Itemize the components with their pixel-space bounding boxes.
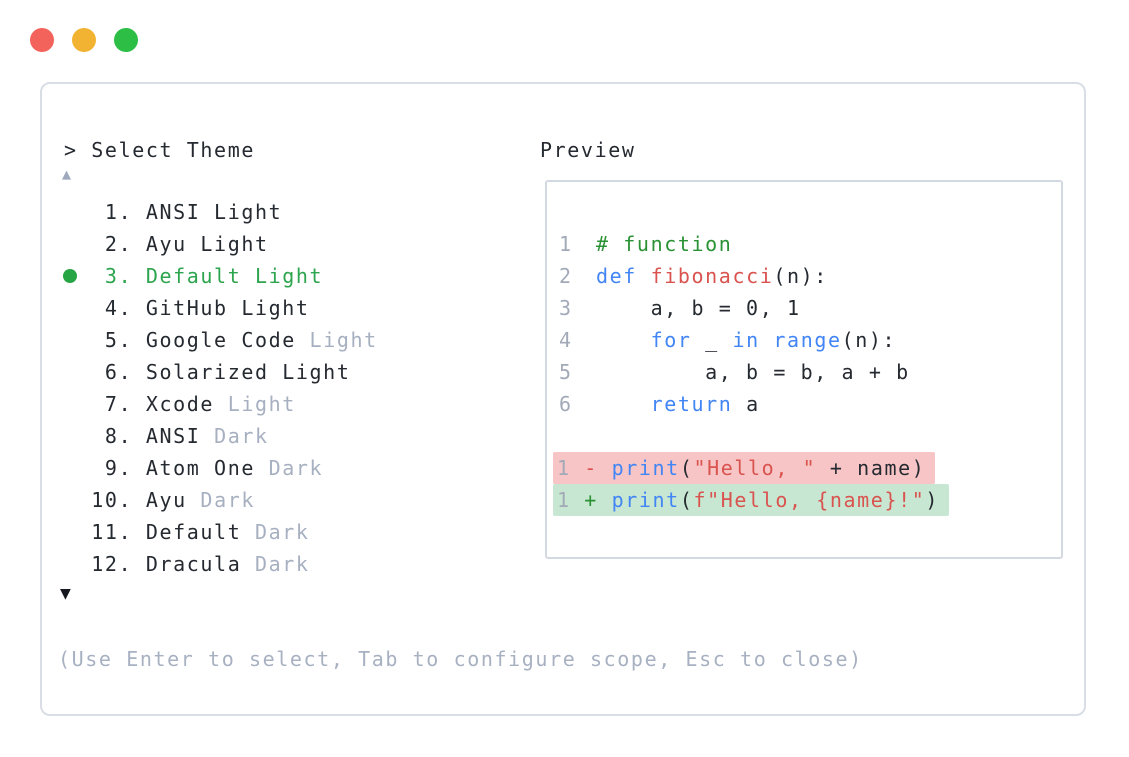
- window-controls: [30, 28, 138, 52]
- code-line: 3 a, b = 0, 1: [559, 292, 1055, 324]
- code-line: 1 # function: [559, 228, 1055, 260]
- code-token: ): [925, 488, 940, 512]
- code-token: + name): [816, 456, 926, 480]
- theme-list-item[interactable]: 4. GitHub Light: [64, 292, 378, 324]
- maximize-button[interactable]: [114, 28, 138, 52]
- minimize-button[interactable]: [72, 28, 96, 52]
- code-token: a: [732, 392, 760, 416]
- theme-name-suffix: Dark: [241, 520, 310, 544]
- theme-list-item[interactable]: 2. Ayu Light: [64, 228, 378, 260]
- diff-line-added: 1 + print(f"Hello, {name}!"): [553, 484, 1055, 516]
- diff-sign-icon: +: [570, 488, 612, 512]
- diff-highlight-added: 1 + print(f"Hello, {name}!"): [553, 484, 950, 516]
- theme-list-item[interactable]: 12. Dracula Dark: [64, 548, 378, 580]
- code-token: "Hello, ": [693, 456, 817, 480]
- code-token: [596, 328, 651, 352]
- code-token: (: [679, 456, 694, 480]
- scroll-down-icon[interactable]: ▼: [60, 583, 73, 604]
- line-number: 1: [557, 488, 571, 512]
- hint-text: (Use Enter to select, Tab to configure s…: [58, 647, 863, 671]
- code-token: a, b = b, a + b: [596, 360, 910, 384]
- code-token: range: [773, 328, 842, 352]
- theme-list-item[interactable]: 9. Atom One Dark: [64, 452, 378, 484]
- line-number: 1: [559, 232, 573, 256]
- code-token: a, b = 0, 1: [596, 296, 801, 320]
- theme-list-item[interactable]: 6. Solarized Light: [64, 356, 378, 388]
- line-number: 2: [559, 264, 573, 288]
- code-token: fibonacci: [650, 264, 774, 288]
- code-token: f"Hello, {name}!": [693, 488, 926, 512]
- theme-name: 11. Default: [64, 520, 242, 544]
- theme-name: 1. ANSI Light: [64, 200, 283, 224]
- theme-name-suffix: Dark: [241, 552, 310, 576]
- code-token: print: [611, 456, 680, 480]
- code-token: [637, 264, 651, 288]
- line-number: 6: [559, 392, 573, 416]
- code-token: for: [650, 328, 692, 352]
- theme-name: 3. Default Light: [64, 264, 324, 288]
- selected-dot-icon: [63, 269, 77, 283]
- code-token: # function: [596, 232, 733, 256]
- code-token: in: [732, 328, 760, 352]
- theme-name-suffix: Dark: [254, 456, 324, 480]
- theme-list: 1. ANSI Light 2. Ayu Light 3. Default Li…: [63, 196, 378, 580]
- theme-name: 9. Atom One: [64, 456, 255, 480]
- line-number: 1: [557, 456, 571, 480]
- theme-name-suffix: Dark: [186, 488, 255, 512]
- code-token: [760, 328, 774, 352]
- code-line: 4 for _ in range(n):: [559, 324, 1055, 356]
- theme-name: 6. Solarized Light: [64, 360, 351, 384]
- theme-list-item[interactable]: 8. ANSI Dark: [64, 420, 378, 452]
- theme-name-suffix: Light: [214, 392, 296, 416]
- close-button[interactable]: [30, 28, 54, 52]
- diff-sign-icon: -: [570, 456, 612, 480]
- code-line: 2 def fibonacci(n):: [559, 260, 1055, 292]
- code-token: def: [596, 264, 637, 288]
- code-token: (: [679, 488, 694, 512]
- blank-line: [559, 420, 1055, 452]
- theme-picker-panel: > Select Theme ▲ 1. ANSI Light 2. Ayu Li…: [40, 82, 1086, 716]
- theme-name-suffix: Dark: [200, 424, 269, 448]
- code-token: return: [650, 392, 733, 416]
- theme-name: 7. Xcode: [64, 392, 215, 416]
- code-token: print: [611, 488, 680, 512]
- code-token: _: [691, 328, 733, 352]
- diff-highlight-removed: 1 - print("Hello, " + name): [553, 452, 936, 484]
- theme-list-item[interactable]: 1. ANSI Light: [64, 196, 378, 228]
- theme-list-item[interactable]: 11. Default Dark: [64, 516, 378, 548]
- line-number: 3: [559, 296, 573, 320]
- theme-list-item[interactable]: 7. Xcode Light: [64, 388, 378, 420]
- code-token: (n):: [773, 264, 828, 288]
- select-theme-prompt: > Select Theme: [64, 138, 255, 162]
- code-line: 6 return a: [559, 388, 1055, 420]
- scroll-up-icon[interactable]: ▲: [62, 165, 73, 183]
- theme-name: 2. Ayu Light: [64, 232, 269, 256]
- diff-line-removed: 1 - print("Hello, " + name): [553, 452, 1055, 484]
- code-line: 5 a, b = b, a + b: [559, 356, 1055, 388]
- theme-list-item[interactable]: 5. Google Code Light: [64, 324, 378, 356]
- preview-title: Preview: [540, 138, 636, 162]
- theme-list-item[interactable]: 3. Default Light: [63, 260, 378, 292]
- theme-name: 4. GitHub Light: [64, 296, 310, 320]
- code-token: [596, 392, 651, 416]
- theme-name: 8. ANSI: [64, 424, 201, 448]
- line-number: 5: [559, 360, 573, 384]
- theme-name: 10. Ayu: [64, 488, 187, 512]
- theme-name: 12. Dracula: [64, 552, 242, 576]
- line-number: 4: [559, 328, 573, 352]
- theme-name: 5. Google Code: [64, 328, 296, 352]
- theme-name-suffix: Light: [295, 328, 378, 352]
- theme-list-item[interactable]: 10. Ayu Dark: [64, 484, 378, 516]
- code-token: (n):: [841, 328, 897, 352]
